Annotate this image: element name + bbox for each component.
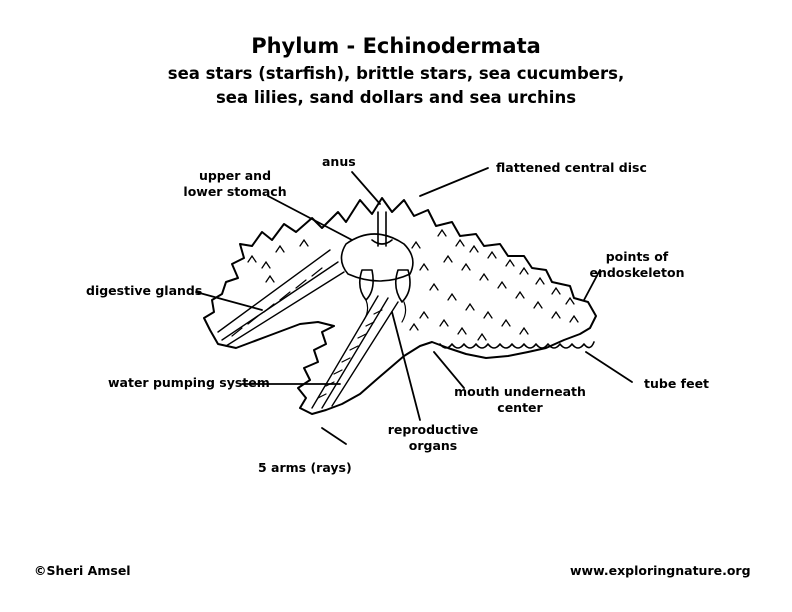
website-link[interactable]: www.exploringnature.org xyxy=(570,563,751,578)
lower-arm-canal xyxy=(312,296,398,408)
label-reproductive: reproductive organs xyxy=(378,422,488,454)
central-stomach xyxy=(341,234,412,281)
label-points-line-2: endoskeleton xyxy=(582,265,692,281)
spine-marks xyxy=(248,230,578,340)
label-arms: 5 arms (rays) xyxy=(258,460,352,476)
label-mouth: mouth underneath center xyxy=(450,384,590,416)
label-mouth-line-2: center xyxy=(450,400,590,416)
label-reproductive-line-1: reproductive xyxy=(378,422,488,438)
label-stomach-line-1: upper and xyxy=(180,168,290,184)
label-mouth-line-1: mouth underneath xyxy=(450,384,590,400)
label-anus: anus xyxy=(322,154,356,170)
label-digestive-glands: digestive glands xyxy=(86,283,202,299)
tube-feet-edge xyxy=(440,342,594,348)
label-stomach: upper and lower stomach xyxy=(180,168,290,200)
label-tube-feet: tube feet xyxy=(644,376,709,392)
label-water-pumping: water pumping system xyxy=(108,375,270,391)
label-reproductive-line-2: organs xyxy=(378,438,488,454)
label-points-line-1: points of xyxy=(582,249,692,265)
label-central-disc: flattened central disc xyxy=(496,160,647,176)
label-stomach-line-2: lower stomach xyxy=(180,184,290,200)
reproductive-organs xyxy=(360,270,410,302)
label-points: points of endoskeleton xyxy=(582,249,692,281)
anal-canal xyxy=(372,212,392,246)
copyright-text: ©Sheri Amsel xyxy=(34,563,131,578)
